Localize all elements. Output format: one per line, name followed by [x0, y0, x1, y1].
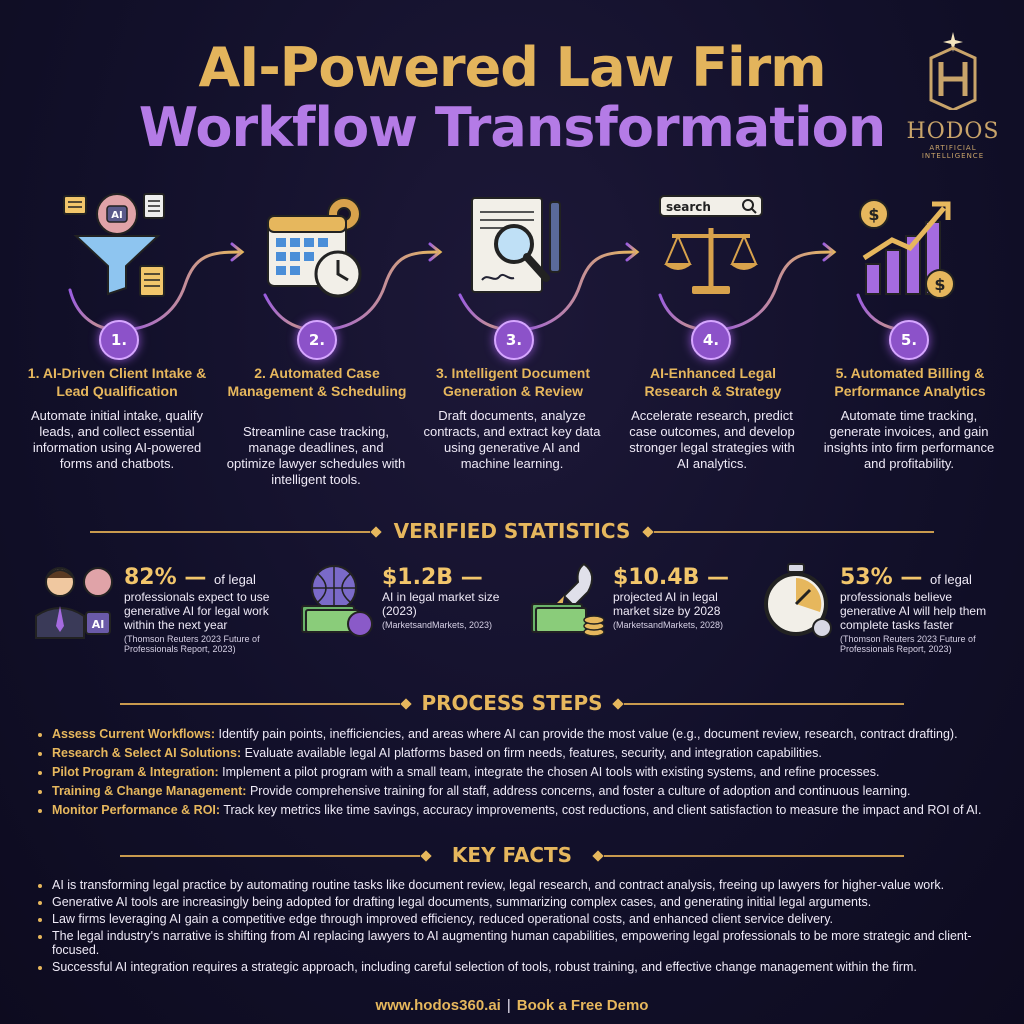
stat-source: (Thomson Reuters 2023 Future of Professi… [840, 634, 976, 654]
stat-source: (MarketsandMarkets, 2023) [382, 620, 493, 630]
growth-chart-icon: $ $ [852, 192, 962, 302]
website-link[interactable]: www.hodos360.ai [375, 997, 501, 1014]
stat-text: professionals believe generative AI will… [840, 590, 987, 632]
divider-left [90, 531, 370, 533]
step-2-title: 2. Automated Case Management & Schedulin… [227, 365, 407, 399]
step-1-description: Automate initial intake, qualify leads, … [31, 408, 203, 471]
page-title-line2: Workflow Transformation [138, 96, 886, 159]
stat-value: 53% — of legal [840, 565, 972, 590]
process-heading: PROCESS STEPS [421, 691, 603, 715]
divider-right [604, 855, 904, 857]
step-number-4: 4. [691, 320, 731, 360]
process-item: Research & Select AI Solutions: Evaluate… [52, 746, 1011, 761]
footer: www.hodos360.ai | Book a Free Demo [0, 997, 1024, 1014]
stat-text: AI in legal market size (2023) [382, 590, 500, 618]
svg-text:$: $ [934, 275, 945, 294]
logo-subtitle: ARTIFICIAL INTELLIGENCE [921, 144, 985, 160]
fact-item: Successful AI integration requires a str… [52, 960, 1011, 974]
fact-item: Generative AI tools are increasingly bei… [52, 895, 1011, 909]
stat-item: $10.4B — projected AI in legal market si… [613, 565, 748, 630]
svg-text:AI: AI [92, 618, 105, 631]
step-5-title: 5. Automated Billing & Performance Analy… [834, 365, 986, 399]
stat-text: projected AI in legal market size by 202… [613, 590, 721, 618]
process-item: Assess Current Workflows: Identify pain … [52, 727, 1011, 742]
facts-heading: KEY FACTS [451, 843, 573, 867]
stat-value: 82% — of legal [124, 565, 256, 590]
stat-item: 53% — of legal professionals believe gen… [840, 565, 1010, 654]
step-number-1: 1. [99, 320, 139, 360]
logo-name: HODOS [906, 119, 1000, 144]
step-2-description: Streamline case tracking, manage deadlin… [226, 424, 406, 487]
stats-heading: VERIFIED STATISTICS [393, 519, 631, 543]
hodos-logo[interactable]: HODOS ARTIFICIAL INTELLIGENCE [898, 30, 1008, 160]
stopwatch-icon [764, 563, 832, 638]
step-4-title: AI-Enhanced Legal Research & Strategy [644, 365, 782, 399]
scales-search-icon: search [656, 192, 766, 302]
rocket-money-icon [531, 562, 605, 637]
footer-separator: | [506, 997, 511, 1014]
fact-item: AI is transforming legal practice by aut… [52, 878, 1011, 892]
process-list: Assess Current Workflows: Identify pain … [36, 727, 1011, 822]
divider-right [654, 531, 934, 533]
stat-text: professionals expect to use generative A… [124, 590, 270, 632]
stat-item: $1.2B — AI in legal market size (2023) (… [382, 565, 512, 630]
step-3-description: Draft documents, analyze contracts, and … [423, 408, 601, 471]
funnel-brain-icon: AI [62, 192, 172, 302]
fact-item: The legal industry's narrative is shifti… [52, 929, 1011, 957]
fact-item: Law firms leveraging AI gain a competiti… [52, 912, 1011, 926]
process-item: Training & Change Management: Provide co… [52, 784, 1011, 799]
hodos-emblem-icon [929, 32, 977, 112]
process-item: Pilot Program & Integration: Implement a… [52, 765, 1011, 780]
divider-right [624, 703, 904, 705]
stat-value: $1.2B — [382, 565, 483, 590]
step-1-title: 1. AI-Driven Client Intake & Lead Qualif… [27, 365, 207, 399]
step-number-2: 2. [297, 320, 337, 360]
stat-value: $10.4B — [613, 565, 730, 590]
document-magnifier-icon [460, 192, 570, 302]
step-number-5: 5. [889, 320, 929, 360]
book-demo-link[interactable]: Book a Free Demo [516, 997, 649, 1014]
svg-text:search: search [666, 200, 711, 214]
globe-money-icon [301, 565, 373, 637]
svg-text:$: $ [868, 205, 879, 224]
calendar-clock-icon [260, 192, 370, 302]
stat-source: (MarketsandMarkets, 2028) [613, 620, 724, 630]
step-number-3: 3. [494, 320, 534, 360]
facts-list: AI is transforming legal practice by aut… [36, 878, 1011, 977]
divider-left [120, 703, 400, 705]
process-item: Monitor Performance & ROI: Track key met… [52, 803, 1011, 818]
step-3-title: 3. Intelligent Document Generation & Rev… [435, 365, 590, 399]
svg-text:AI: AI [111, 210, 122, 221]
step-4-description: Accelerate research, predict case outcom… [629, 408, 795, 471]
lawyer-brain-icon: AI [35, 567, 113, 639]
stat-source: (Thomson Reuters 2023 Future of Professi… [124, 634, 260, 654]
stat-item: 82% — of legal professionals expect to u… [124, 565, 289, 654]
page-title-line1: AI-Powered Law Firm [198, 36, 826, 99]
step-5-description: Automate time tracking, generate invoice… [823, 408, 995, 471]
divider-left [120, 855, 420, 857]
